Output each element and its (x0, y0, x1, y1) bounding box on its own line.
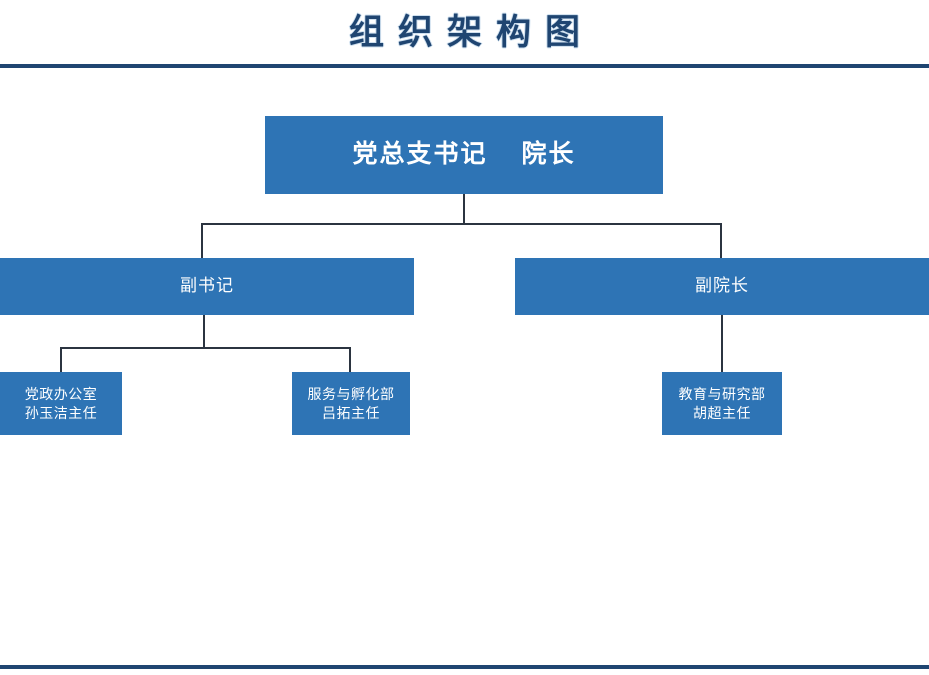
connector-to-deputy-secretary (201, 223, 203, 259)
org-node-research-text: 教育与研究部 胡超主任 (679, 385, 766, 423)
org-node-incubation-person: 吕拓主任 (322, 404, 380, 421)
org-node-deputy-dean[interactable]: 副院长 (515, 258, 929, 315)
connector-to-office (60, 347, 62, 373)
org-node-deputy-secretary-label: 副书记 (180, 276, 234, 296)
org-node-office-dept: 党政办公室 (24, 385, 98, 402)
org-node-office-person: 孙玉洁主任 (24, 404, 98, 421)
footer-divider (0, 665, 929, 669)
org-node-office[interactable]: 党政办公室 孙玉洁主任 (0, 372, 122, 435)
connector-to-research (721, 315, 723, 373)
connector-deputy-secretary-bus (60, 347, 351, 349)
org-node-research[interactable]: 教育与研究部 胡超主任 (662, 372, 782, 435)
org-node-root-primary-label: 党总支书记 (352, 140, 488, 169)
header-divider (0, 64, 929, 68)
org-node-office-text: 党政办公室 孙玉洁主任 (25, 385, 98, 423)
connector-root-stem (463, 194, 465, 225)
org-node-deputy-dean-label: 副院长 (695, 276, 749, 296)
connector-level2-bus (201, 223, 722, 225)
org-node-research-person: 胡超主任 (693, 404, 751, 421)
org-node-incubation-text: 服务与孵化部 吕拓主任 (308, 385, 395, 423)
connector-to-incubation (349, 347, 351, 373)
org-node-research-dept: 教育与研究部 (678, 385, 766, 402)
org-node-deputy-secretary[interactable]: 副书记 (0, 258, 414, 315)
org-node-root[interactable]: 党总支书记 院长 (265, 116, 663, 194)
connector-deputy-secretary-stem (203, 315, 205, 349)
org-node-incubation-dept: 服务与孵化部 (307, 385, 395, 402)
connector-to-deputy-dean (720, 223, 722, 259)
org-node-root-secondary-label: 院长 (521, 140, 576, 169)
org-node-incubation[interactable]: 服务与孵化部 吕拓主任 (292, 372, 410, 435)
page-title: 组织架构图 (348, 13, 594, 52)
